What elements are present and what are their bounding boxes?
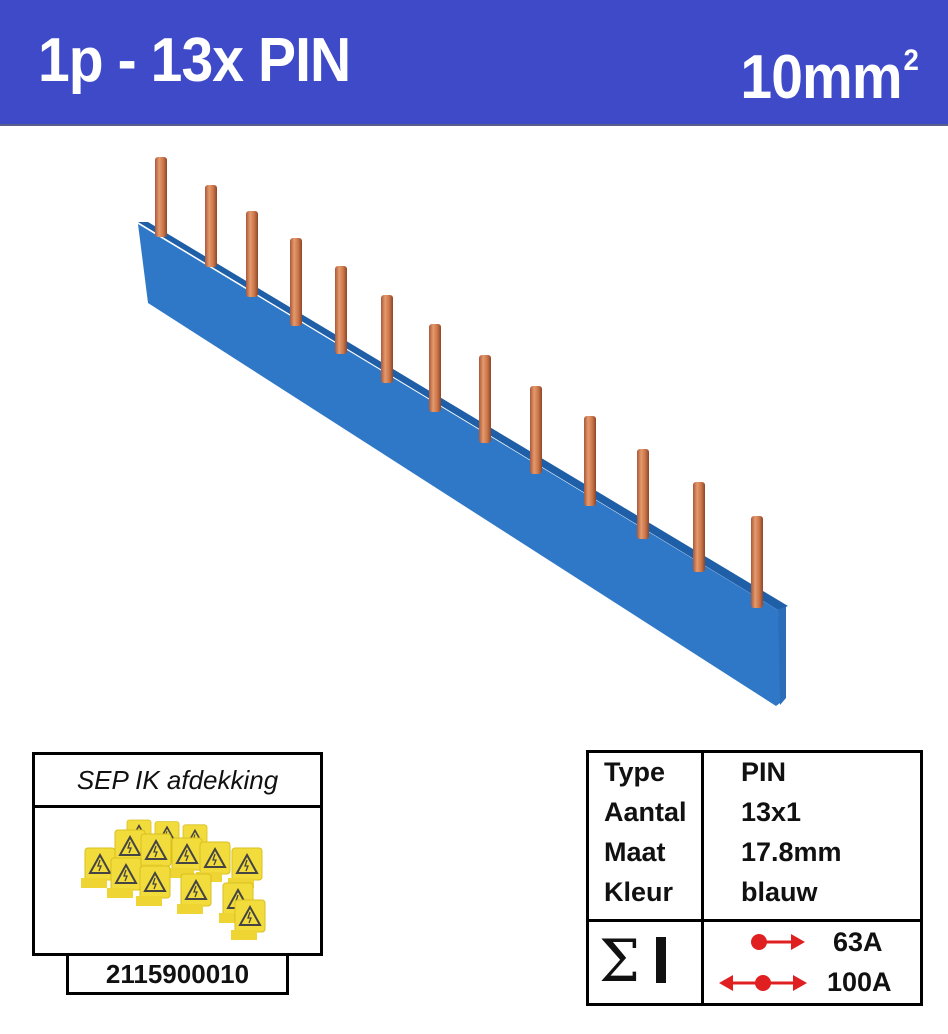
sigma-symbol: Σ xyxy=(599,927,641,995)
busbar-product-image xyxy=(138,157,788,706)
spec-label: Type xyxy=(604,757,666,787)
current-i-symbol xyxy=(656,937,666,983)
cover-article-code: 2115900010 xyxy=(66,953,289,995)
center-feed-arrow-icon xyxy=(719,975,807,991)
spec-value: 13x1 xyxy=(741,797,802,827)
single-feed-current: 63A xyxy=(833,927,883,957)
spec-value: PIN xyxy=(741,757,787,787)
header-banner: 1p - 13x PIN 10mm2 xyxy=(0,0,948,126)
cover-title: SEP IK afdekking xyxy=(35,755,320,808)
spec-value: blauw xyxy=(741,877,818,907)
cross-section-superscript: 2 xyxy=(903,44,919,77)
cross-section-value: 10mm xyxy=(740,43,903,112)
cover-accessory-box: SEP IK afdekking xyxy=(32,752,323,956)
center-feed-current: 100A xyxy=(827,967,892,997)
spec-label: Aantal xyxy=(604,797,687,827)
column-divider xyxy=(701,753,704,1003)
row-divider xyxy=(589,919,920,922)
busbar-top-face xyxy=(138,222,788,610)
product-title: 1p - 13x PIN xyxy=(38,26,351,95)
spec-label: Kleur xyxy=(604,877,674,907)
spec-label: Maat xyxy=(604,837,666,867)
busbar-front-face xyxy=(138,224,784,706)
yellow-covers-illustration xyxy=(80,819,266,941)
single-feed-arrow-icon xyxy=(751,934,805,950)
spec-row-aantal: Aantal 13x1 xyxy=(589,797,920,837)
cross-section-label: 10mm2 xyxy=(740,26,919,113)
spec-row-type: Type PIN xyxy=(589,757,920,797)
cover-image xyxy=(35,808,320,953)
spec-value: 17.8mm xyxy=(741,837,842,867)
pins xyxy=(155,157,763,608)
spec-row-kleur: Kleur blauw xyxy=(589,877,920,917)
spec-table: Type PIN Aantal 13x1 Maat 17.8mm Kleur b… xyxy=(586,750,923,1006)
spec-row-maat: Maat 17.8mm xyxy=(589,837,920,877)
